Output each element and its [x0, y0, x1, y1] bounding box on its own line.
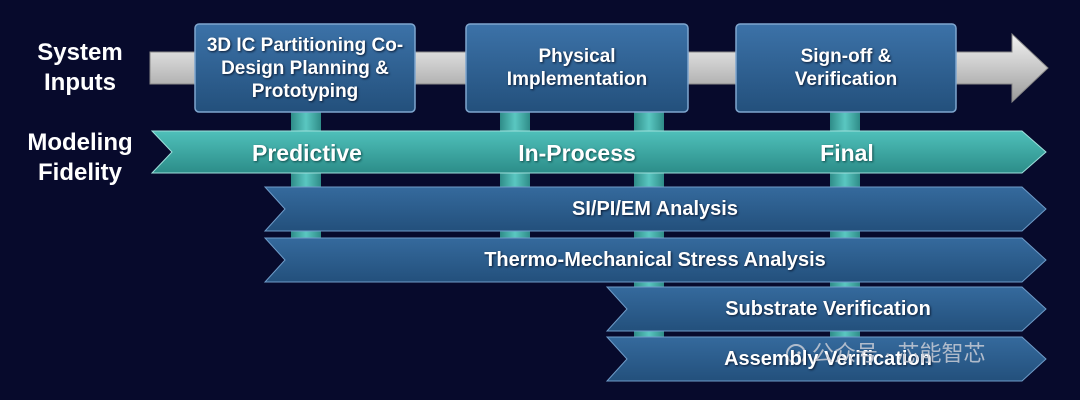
stage-1-text: 3D IC Partitioning Co-Design Planning & …	[206, 34, 404, 102]
analysis-si-pi-em: SI/PI/EM Analysis	[572, 198, 738, 220]
analysis-bar-2	[263, 237, 1047, 283]
fidelity-arrow	[150, 130, 1047, 174]
analysis-substrate: Substrate Verification	[725, 298, 931, 320]
modeling-fidelity-label: Modeling Fidelity	[27, 129, 133, 186]
wechat-icon	[786, 344, 806, 364]
analysis-bar-1	[263, 186, 1047, 232]
stage-box-1	[194, 23, 416, 113]
analysis-bar-4	[605, 336, 1047, 382]
system-inputs-label: System Inputs	[37, 39, 123, 96]
analysis-assembly: Assembly Verification	[724, 348, 932, 370]
fidelity-in-process: In-Process	[518, 140, 636, 166]
stage-3-text: Sign-off & Verification	[794, 46, 898, 90]
analysis-bar-3	[605, 286, 1047, 332]
fidelity-final: Final	[820, 140, 874, 166]
stage-box-3	[735, 23, 957, 113]
analysis-thermo-mechanical: Thermo-Mechanical Stress Analysis	[484, 249, 826, 271]
stage-2-text: Physical Implementation	[506, 46, 648, 90]
stage-box-2	[465, 23, 689, 113]
watermark-text: 公众号 · 芯能智芯	[812, 341, 986, 366]
fidelity-predictive: Predictive	[252, 140, 362, 166]
